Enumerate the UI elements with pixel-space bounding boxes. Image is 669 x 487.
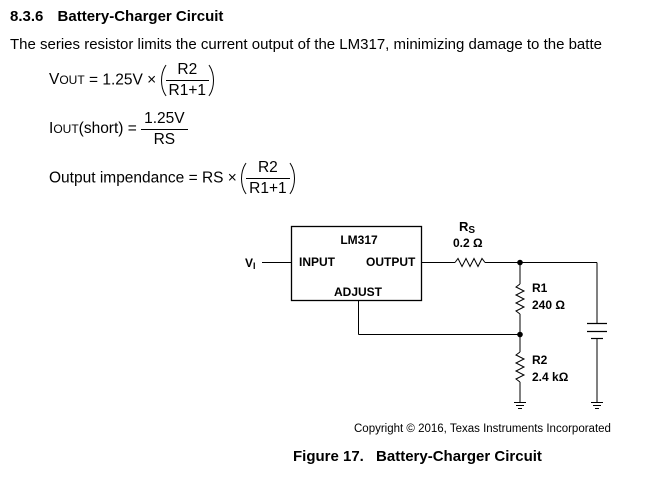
vout-numerator: R2 (165, 61, 210, 81)
rs-value-label: 0.2 Ω (453, 236, 483, 250)
body-paragraph: The series resistor limits the current o… (10, 36, 602, 53)
rs-label: RS (459, 219, 475, 236)
iout-fraction: 1.25V RS (141, 110, 188, 149)
junction-mid (517, 331, 523, 338)
input-pin-label: INPUT (299, 255, 336, 269)
r1-value-label: 240 Ω (532, 298, 565, 312)
figure-label: Figure 17. (293, 448, 364, 465)
junction-top (517, 259, 523, 266)
rs-resistor (454, 257, 486, 268)
output-pin-label: OUTPUT (366, 255, 416, 269)
r2-value-label: 2.4 kΩ (532, 370, 569, 384)
impedance-numerator: R2 (246, 159, 290, 179)
impedance-paren: R2 R1+1 (241, 158, 295, 199)
iout-lhs: IOUT(short) = (49, 120, 137, 138)
vout-fraction: R2 R1+1 (165, 61, 210, 100)
equation-iout: IOUT(short) = 1.25V RS (49, 110, 188, 149)
equation-vout: VOUT = 1.25V × R2 R1+1 (49, 60, 215, 101)
iout-denominator: RS (153, 130, 176, 148)
r1-resistor (514, 283, 526, 315)
vout-paren: R2 R1+1 (160, 60, 215, 101)
ic-name-label: LM317 (340, 233, 378, 247)
impedance-fraction: R2 R1+1 (246, 159, 290, 198)
vout-denominator: R1+1 (168, 81, 207, 99)
r2-resistor (514, 351, 526, 383)
iout-numerator: 1.25V (141, 110, 188, 130)
vin-label: VI (245, 256, 256, 271)
vout-rhs-prefix: = 1.25V × (89, 71, 157, 89)
section-title: Battery-Charger Circuit (57, 8, 224, 25)
r1-name-label: R1 (532, 281, 548, 295)
lm317-box (290, 225, 423, 302)
vout-lhs: VOUT (49, 71, 85, 89)
equation-impedance: Output impendance = RS × R2 R1+1 (49, 158, 295, 199)
figure-caption: Figure 17. Battery-Charger Circuit (0, 448, 669, 465)
impedance-lhs: Output impendance = RS × (49, 169, 237, 187)
copyright-note: Copyright © 2016, Texas Instruments Inco… (354, 423, 611, 435)
r2-name-label: R2 (532, 353, 548, 367)
ground-r2-icon (514, 402, 526, 409)
figure-title: Battery-Charger Circuit (376, 448, 542, 465)
section-heading: 8.3.6 Battery-Charger Circuit (10, 8, 223, 25)
section-number: 8.3.6 (10, 8, 44, 25)
ground-battery-icon (591, 402, 603, 409)
impedance-denominator: R1+1 (249, 179, 287, 197)
adjust-pin-label: ADJUST (334, 285, 383, 299)
